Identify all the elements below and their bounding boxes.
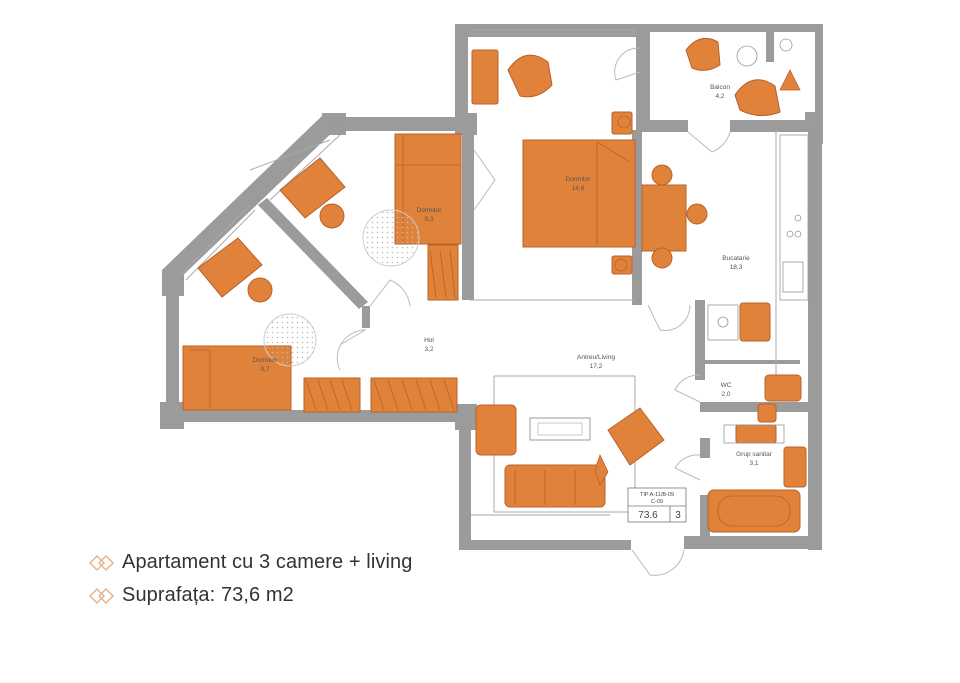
desk	[279, 157, 346, 219]
door-swings	[336, 47, 731, 576]
room-area-antreu-living: 17,2	[590, 363, 603, 370]
armchair	[607, 407, 665, 466]
legend-row-apartment: Apartament cu 3 camere + living	[88, 546, 412, 579]
wardrobe	[370, 377, 458, 413]
room-name-bucatarie: Bucatarie	[722, 255, 750, 262]
desk	[197, 237, 263, 298]
room-name-dormitor-a: Dormitor	[417, 207, 443, 214]
room-name-balcon: Balcon	[710, 84, 730, 91]
wardrobe	[303, 377, 361, 413]
sofa	[504, 464, 606, 508]
walls	[160, 24, 823, 550]
furniture	[182, 37, 807, 533]
dresser	[471, 49, 499, 105]
chair	[247, 277, 273, 303]
stamp-rooms: 3	[675, 510, 681, 521]
legend-apartment-type: Apartament cu 3 camere + living	[122, 551, 413, 573]
double-bed	[522, 139, 636, 248]
legend: Apartament cu 3 camere + living Suprafaț…	[88, 546, 412, 612]
plant	[594, 69, 801, 486]
room-area-dormitor-b: 14,6	[572, 185, 585, 192]
legend-row-area: Suprafața: 73,6 m2	[88, 579, 412, 612]
room-area-dormitor-a: 9,3	[424, 216, 433, 223]
stamp-type-code: TIP A-11/B-09	[640, 492, 674, 498]
bathtub	[707, 489, 801, 533]
diamond-link-icon	[88, 554, 115, 571]
armchair	[685, 37, 721, 71]
room-area-balcon: 4,2	[715, 93, 724, 100]
room-name-dormitor-b: Dormitor	[566, 176, 592, 183]
round-rug	[263, 313, 317, 367]
room-name-wc: WC	[721, 382, 732, 389]
chair	[319, 203, 345, 229]
room-area-wc: 2,0	[721, 391, 730, 398]
room-name-hol: Hol	[424, 337, 434, 344]
legend-area: Suprafața: 73,6 m2	[122, 584, 294, 606]
room-area-hol: 3,2	[424, 346, 433, 353]
apartment-stamp: TIP A-11/B-09 C-09 73.6 3	[627, 487, 687, 523]
room-area-bucatarie: 18,3	[730, 264, 743, 271]
dining-table	[641, 184, 687, 252]
armchair	[507, 54, 553, 98]
armchair	[475, 404, 517, 456]
room-name-antreu-living: Antreu/Living	[577, 354, 615, 361]
round-rug	[362, 209, 420, 267]
coffee-table	[529, 417, 591, 441]
wc-sink	[764, 374, 802, 402]
room-name-dormitor-c: Dormitor	[253, 357, 279, 364]
diamond-link-icon	[88, 587, 115, 604]
stamp-unit-code: C-09	[651, 499, 663, 505]
room-name-grup-sanitar: Grup sanitar	[736, 451, 773, 458]
room-area-dormitor-c: 9,7	[260, 366, 269, 373]
room-labels: Dormitor 9,3 Dormitor 14,6 Dormitor 9,7 …	[253, 84, 773, 467]
kitchen-fixtures	[707, 38, 809, 444]
room-area-grup-sanitar: 3,1	[749, 460, 758, 467]
stamp-area: 73.6	[638, 510, 658, 521]
